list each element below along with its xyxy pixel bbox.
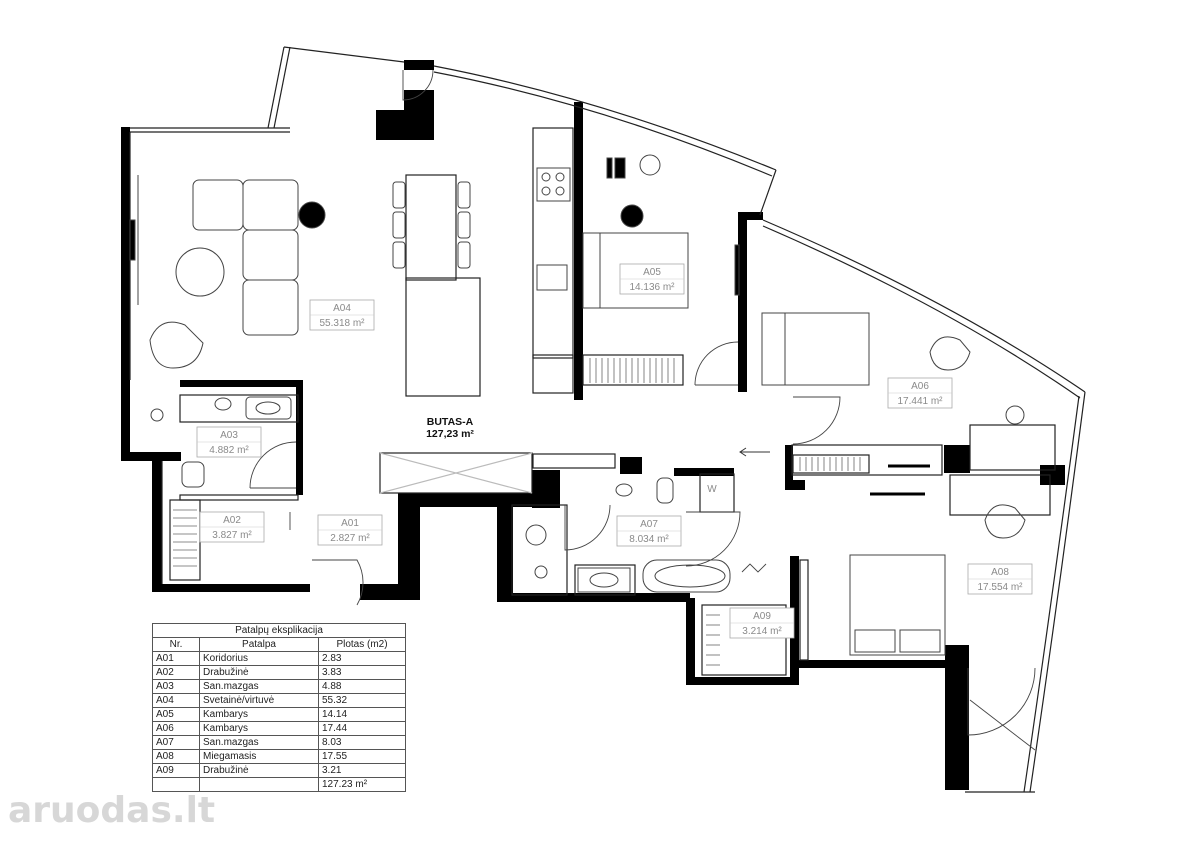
table-total-row: 127.23 m² [152,777,406,792]
row-area: 17.44 [318,721,406,736]
bed-a05 [582,232,689,309]
walls [121,60,1065,790]
total-area: 127.23 m² [318,777,406,792]
logo-tld: .lt [171,790,216,831]
armchair [149,321,204,369]
room-area: 3.827 m² [212,530,252,541]
hatching [173,358,861,666]
room-id: A09 [753,611,771,622]
room-id: A07 [640,519,658,530]
row-room: Svetainė/virtuvė [199,693,319,708]
bedroom-lamp [620,204,644,228]
room-id: A03 [220,430,238,441]
room-label-a08: A08 17.554 m² [967,563,1033,595]
room-area: 4.882 m² [209,445,249,456]
room-area: 8.034 m² [629,534,669,545]
room-area: 17.554 m² [977,582,1023,593]
row-area: 4.88 [318,679,406,694]
room-label-a05: A05 14.136 m² [619,263,685,295]
floor-lamp [298,201,326,229]
row-nr: A08 [152,749,200,764]
room-label-a07: A07 8.034 m² [616,515,682,547]
header-area: Plotas (m2) [318,637,406,652]
header-nr: Nr. [152,637,200,652]
room-area: 55.318 m² [319,318,365,329]
room-area: 17.441 m² [897,396,943,407]
row-room: Drabužinė [199,665,319,680]
sofa [192,179,244,231]
room-label-a09: A09 3.214 m² [729,607,795,639]
room-label-a01: A01 2.827 m² [317,514,383,546]
room-id: A05 [643,267,661,278]
row-area: 55.32 [318,693,406,708]
row-nr: A03 [152,679,200,694]
bathtub [642,559,731,593]
row-room: San.mazgas [199,679,319,694]
furniture [129,154,1026,656]
bed-a06 [761,312,870,386]
row-area: 3.21 [318,763,406,778]
row-area: 2.83 [318,651,406,666]
row-nr: A06 [152,721,200,736]
room-label-a06: A06 17.441 m² [887,377,953,409]
row-nr: A09 [152,763,200,778]
row-room: Miegamasis [199,749,319,764]
room-id: A08 [991,567,1009,578]
room-label-a04: A04 55.318 m² [309,299,375,331]
room-id: A02 [223,515,241,526]
room-area: 2.827 m² [330,533,370,544]
room-label-a02: A02 3.827 m² [199,511,265,543]
row-nr: A01 [152,651,200,666]
row-area: 8.03 [318,735,406,750]
washing-machine-label: W [707,484,717,495]
room-id: A06 [911,381,929,392]
row-room: San.mazgas [199,735,319,750]
room-area: 14.136 m² [629,282,675,293]
room-labels: A04 55.318 m² A05 14.136 m² A06 17.441 m² A03 4… [196,263,1033,639]
row-area: 3.83 [318,665,406,680]
room-label-a03: A03 4.882 m² [196,426,262,458]
row-nr: A07 [152,735,200,750]
row-room: Kambarys [199,721,319,736]
exterior-outline [129,46,1086,793]
row-room: Kambarys [199,707,319,722]
bed-a08 [849,554,946,656]
row-nr: A04 [152,693,200,708]
row-room: Koridorius [199,651,319,666]
row-nr: A05 [152,707,200,722]
logo-brand: aruodas [8,790,172,831]
coffee-table [175,247,225,297]
table-title: Patalpų eksplikacija [152,623,406,638]
aruodas-logo: aruodas.lt [8,790,215,831]
doors [249,69,1036,751]
apartment-area: 127,23 m² [426,428,474,440]
entry-arrow [739,447,770,457]
header-room: Patalpa [199,637,319,652]
room-id: A01 [341,518,359,529]
row-nr: A02 [152,665,200,680]
row-area: 14.14 [318,707,406,722]
room-schedule-table: Patalpų eksplikacija Nr. Patalpa Plotas … [152,623,406,792]
row-room: Drabužinė [199,763,319,778]
room-id: A04 [333,303,351,314]
room-area: 3.214 m² [742,626,782,637]
table-header-row: Nr. Patalpa Plotas (m2) [152,637,406,652]
row-area: 17.55 [318,749,406,764]
apartment-name: BUTAS-A [427,416,474,428]
